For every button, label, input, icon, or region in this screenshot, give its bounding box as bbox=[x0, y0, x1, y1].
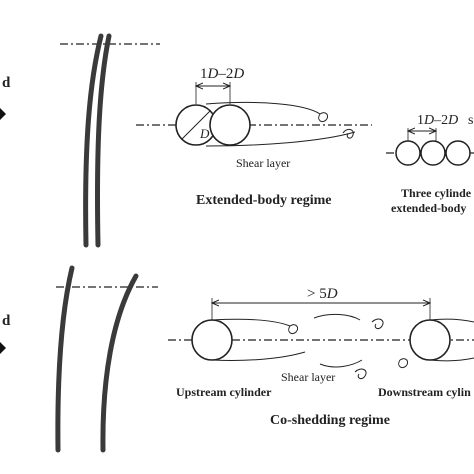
top-wake-envelope bbox=[205, 101, 356, 147]
three-cyl-caption-line1: Three cylinde bbox=[401, 186, 472, 200]
top-cylinder-2 bbox=[209, 104, 251, 146]
bottom-vortex-icon-1 bbox=[288, 324, 299, 335]
top-shear-layer-label: Shear layer bbox=[236, 156, 290, 170]
bottom-vortex-icon-3 bbox=[371, 318, 384, 330]
upstream-cylinder bbox=[191, 319, 233, 361]
top-flow-arrow-icon bbox=[0, 108, 6, 120]
bottom-rod-left bbox=[55, 265, 75, 453]
bottom-regime-title: Co-shedding regime bbox=[270, 413, 390, 428]
three-cyl-caption-line2: extended-body bbox=[391, 201, 466, 215]
bottom-upstream-wake bbox=[211, 318, 306, 362]
top-vortex-icon-2 bbox=[342, 128, 354, 139]
downstream-label: Downstream cylin bbox=[378, 385, 471, 399]
bottom-rod-right bbox=[100, 273, 139, 453]
bottom-left-flow-char: d bbox=[2, 313, 11, 329]
top-spacing-label: 1D–2D bbox=[200, 66, 244, 82]
upstream-label: Upstream cylinder bbox=[176, 385, 272, 399]
three-cyl-cylinder-1 bbox=[395, 140, 421, 166]
three-cyl-cut-label: s bbox=[468, 113, 473, 128]
bottom-vortex-icon-2 bbox=[313, 313, 363, 368]
bottom-downstream-wake bbox=[429, 318, 474, 362]
bottom-shear-layer-label: Shear layer bbox=[281, 370, 335, 384]
top-panel: d 1D–2D D Shear layer Extended-body regi… bbox=[0, 33, 474, 248]
top-rod-right bbox=[95, 33, 112, 248]
downstream-cylinder bbox=[409, 319, 451, 361]
three-cyl-spacing-label: 1D–2D bbox=[417, 113, 458, 128]
top-regime-title: Extended-body regime bbox=[196, 193, 331, 208]
three-cyl-cylinder-2 bbox=[420, 140, 446, 166]
top-vortex-icon bbox=[318, 112, 329, 123]
bottom-spacing-label: > 5D bbox=[307, 286, 338, 302]
bottom-vortex-icon-4 bbox=[354, 368, 367, 380]
top-diameter-line bbox=[181, 110, 211, 140]
top-left-flow-char: d bbox=[2, 75, 11, 91]
bottom-flow-arrow-icon bbox=[0, 342, 6, 354]
top-rod-left bbox=[83, 33, 104, 248]
bottom-vortex-icon-5 bbox=[398, 358, 409, 369]
three-cyl-cylinder-3 bbox=[445, 140, 471, 166]
bottom-panel: d > 5D Shear layer Upstream cylinder bbox=[0, 265, 474, 453]
top-diameter-label: D bbox=[199, 126, 210, 141]
